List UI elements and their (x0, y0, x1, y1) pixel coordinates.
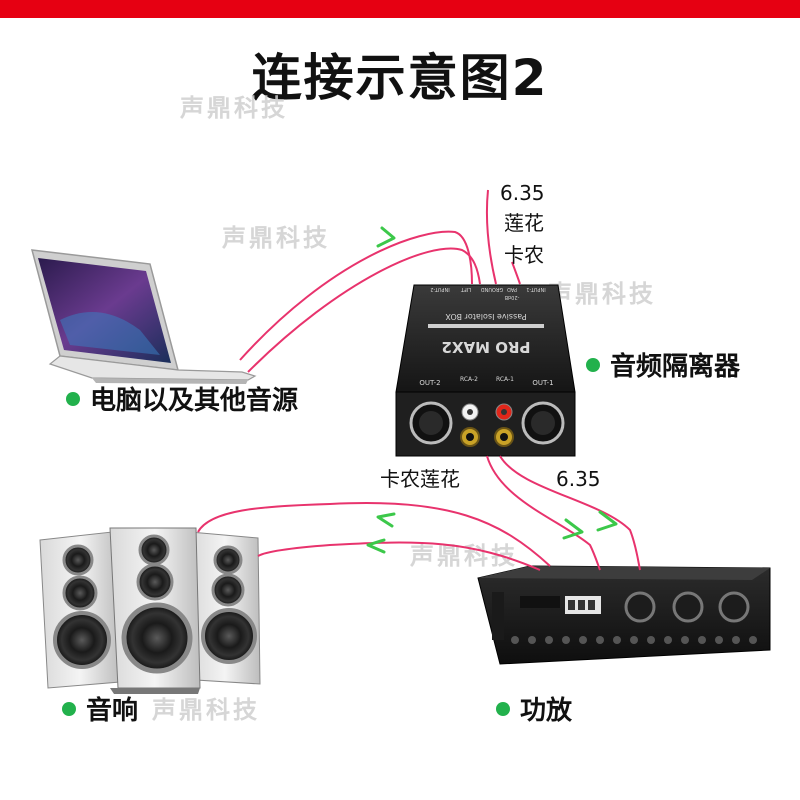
input2-label: INPUT-2 (430, 286, 449, 292)
watermark: 声鼎科技 (222, 224, 330, 252)
cables (197, 189, 641, 571)
speaker-label: 音响 (62, 690, 138, 727)
db-label: -20dB (504, 294, 519, 300)
cable-type-label: 莲花 (504, 211, 544, 235)
cable-input-top-a (485, 189, 497, 285)
watermark: 声鼎科技 (548, 280, 656, 308)
cable-laptop-to-isolator-a (239, 230, 473, 361)
bullet-dot (586, 357, 600, 372)
cable-isolator-to-amp-b (499, 455, 641, 571)
computer-label: 电脑以及其他音源 (66, 380, 298, 417)
pad-label: PAD (507, 286, 517, 292)
cable-type-label: 6.35 (556, 467, 601, 491)
lift-label: LIFT (460, 286, 471, 292)
arrow-icon (562, 518, 584, 540)
device-subtitle: Passive Isolator BOX (445, 312, 527, 321)
ground-label: GROUND (481, 286, 504, 292)
watermark: 声鼎科技 (180, 94, 288, 122)
isolator-box-image: PRO MAX2 Passive Isolator BOX OUT-2 OUT-… (395, 284, 576, 457)
amplifier-label: 功放 (496, 690, 572, 727)
arrow-icon (366, 538, 386, 554)
page-title: 连接示意图2 (251, 49, 549, 107)
isolator-label: 音频隔离器 (586, 346, 740, 383)
device-model: PRO MAX2 (441, 338, 530, 356)
cable-type-label: 6.35 (500, 181, 545, 205)
amplifier-image (477, 565, 771, 665)
signal-arrows (366, 226, 618, 554)
cable-type-label: 卡农 (504, 243, 544, 267)
watermark: 声鼎科技 (152, 696, 260, 724)
cable-isolator-to-amp-a (486, 455, 601, 571)
cable-amp-to-speaker-a (197, 502, 551, 567)
out1-label: OUT-1 (532, 379, 553, 387)
top-red-bar (0, 0, 800, 18)
arrow-icon (376, 226, 396, 248)
rca1-label: RCA-1 (496, 376, 514, 383)
cable-laptop-to-isolator-b (247, 247, 481, 373)
bullet-dot (62, 701, 76, 716)
cable-type-label: 卡农莲花 (380, 467, 460, 491)
input1-label: INPUT-1 (526, 286, 545, 292)
speakers-image (39, 527, 261, 694)
cable-input-top-b (511, 261, 521, 285)
arrow-icon (596, 510, 618, 532)
rca2-label: RCA-2 (460, 376, 478, 383)
arrow-icon (376, 512, 396, 528)
bullet-dot (66, 391, 80, 406)
out2-label: OUT-2 (419, 379, 440, 387)
laptop-image (30, 249, 257, 384)
cable-amp-to-speaker-b (257, 541, 541, 571)
bullet-dot (496, 701, 510, 716)
